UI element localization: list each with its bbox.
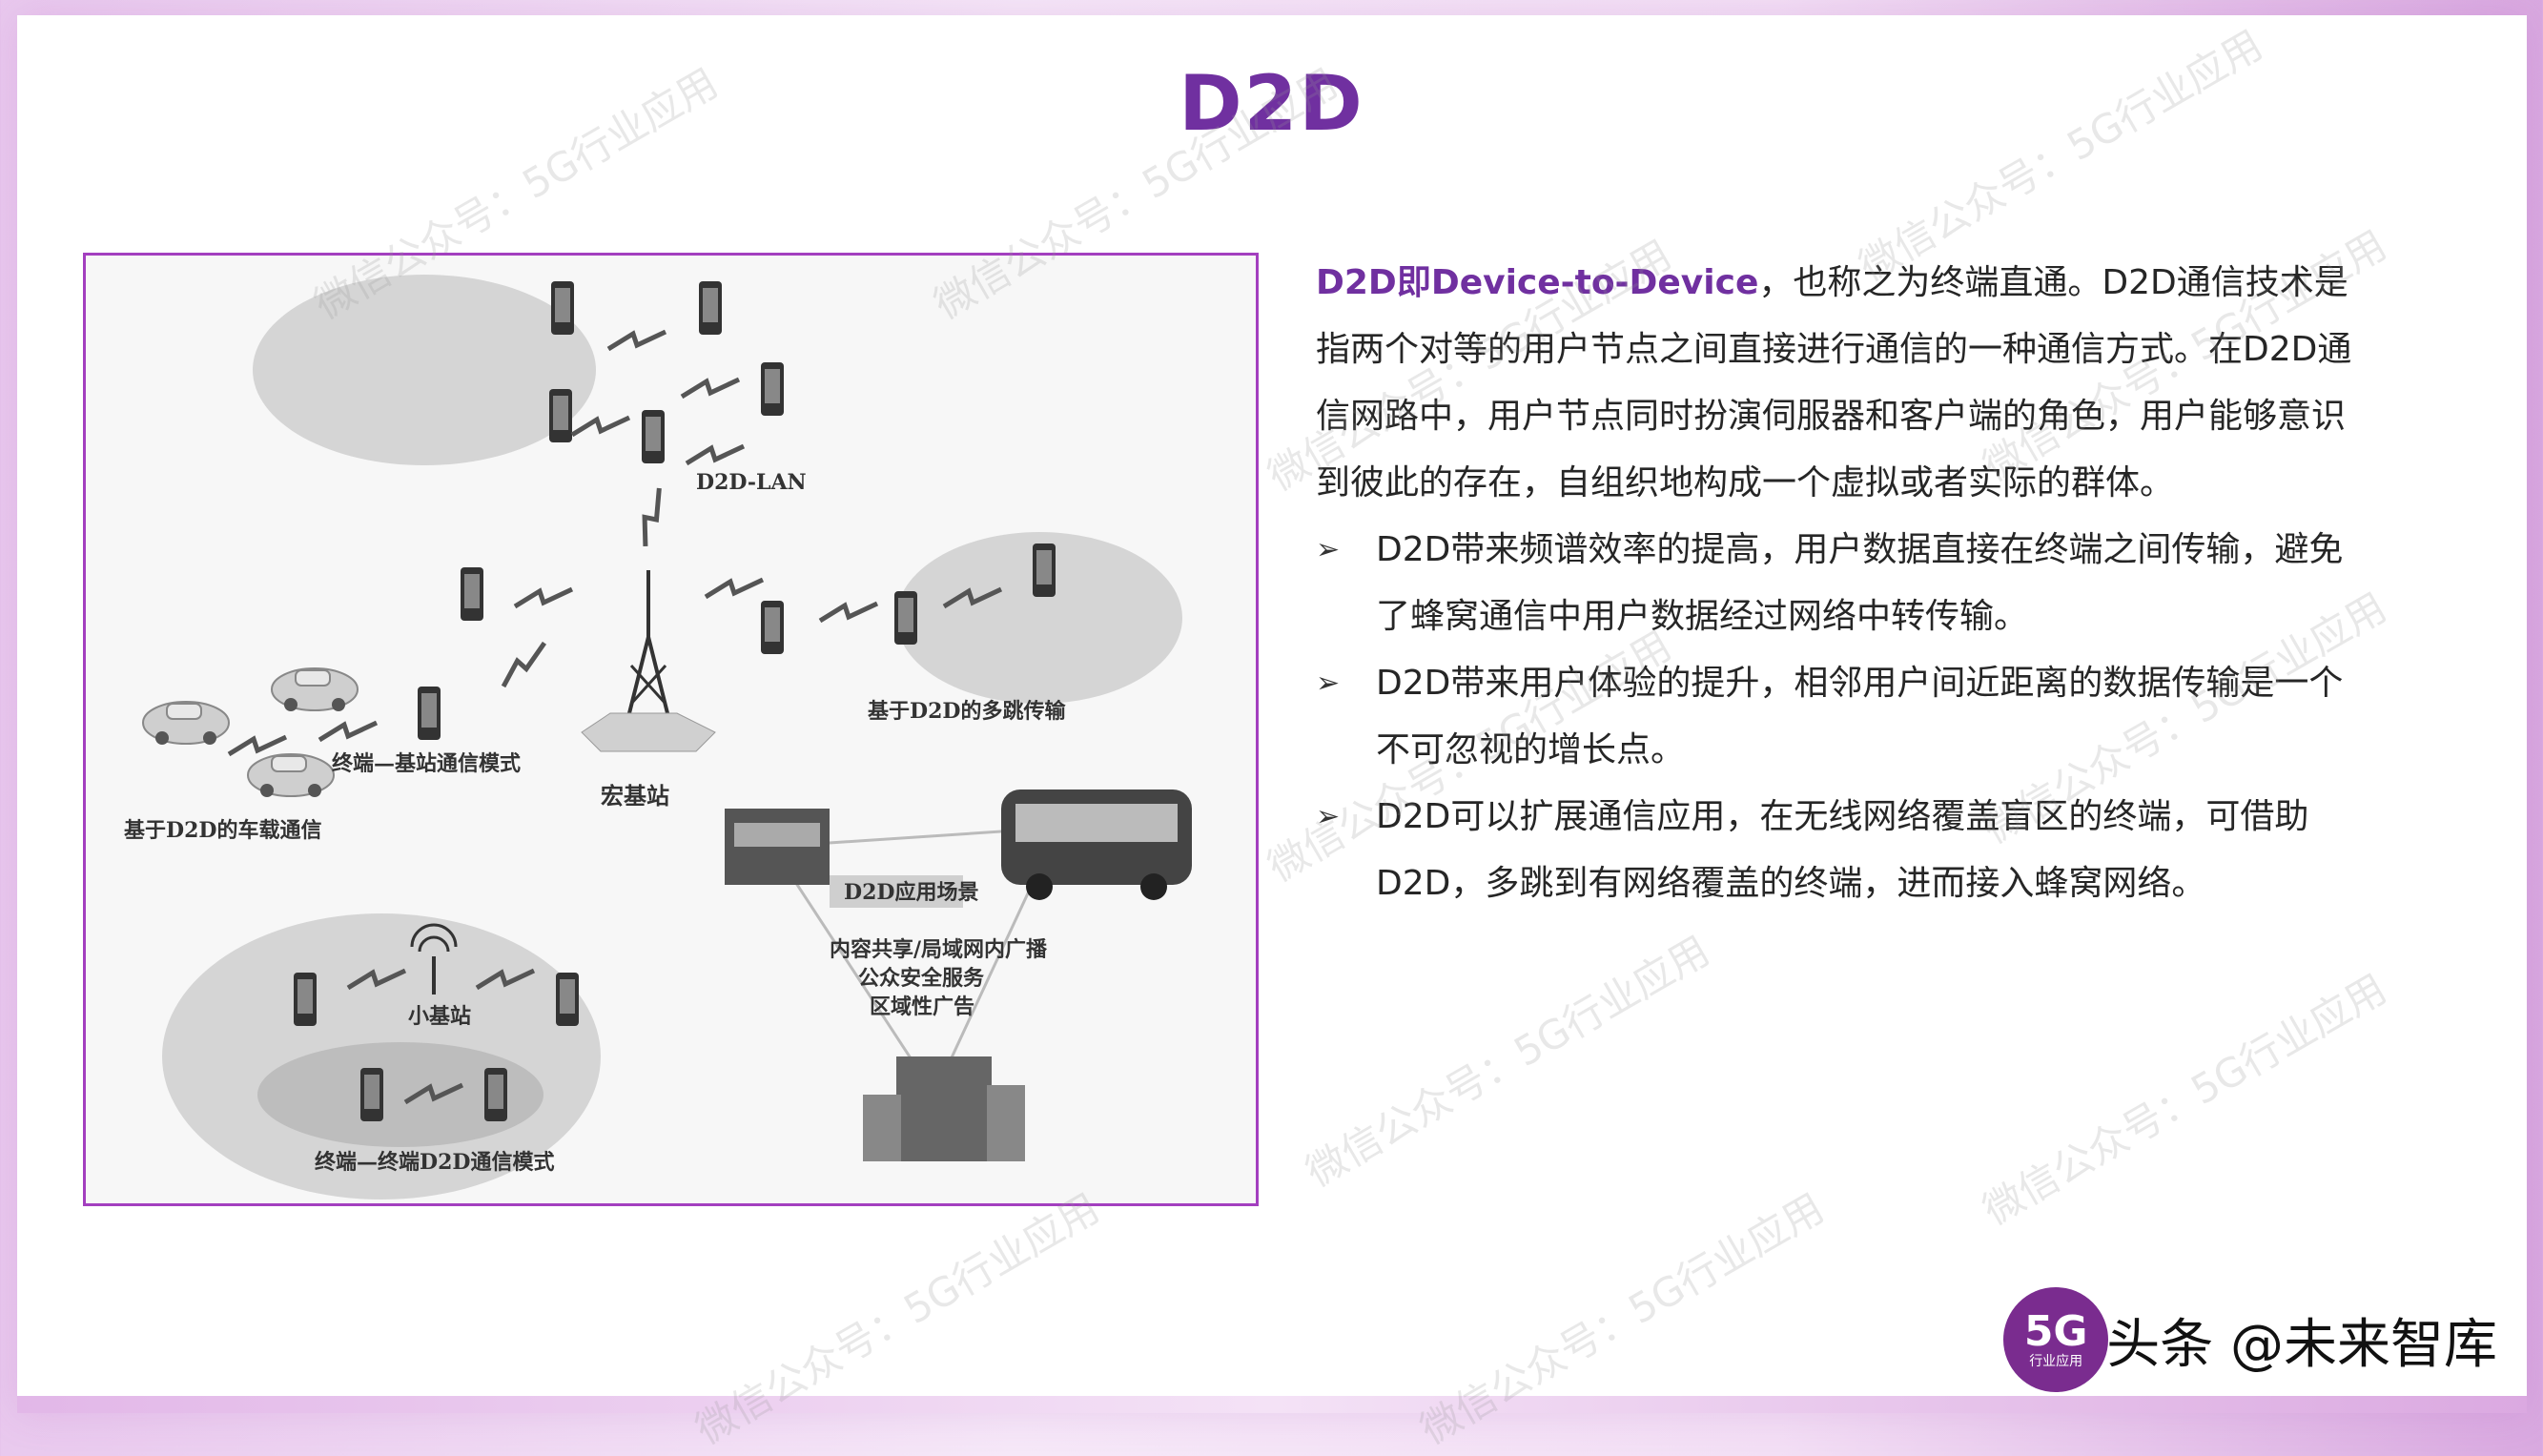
intro-highlight: D2D即Device-to-Device [1316, 263, 1759, 302]
label-vehicle: 基于D2D的车载通信 [124, 818, 321, 843]
phone-icon [699, 281, 722, 335]
bus-icon [1001, 790, 1192, 900]
signal-icon [682, 379, 739, 397]
phone-icon [894, 591, 917, 645]
bullet-text: D2D带来用户体验的提升，相邻用户间近距离的数据传输是一个不可忽视的增长点。 [1376, 664, 2344, 769]
d2d-lan-cloud [253, 275, 596, 465]
phone-icon [642, 410, 665, 463]
label-terminal-bs-mode: 终端—基站通信模式 [332, 751, 521, 776]
list-item: ➢ D2D带来用户体验的提升，相邻用户间近距离的数据传输是一个不可忽视的增长点。 [1316, 650, 2374, 784]
label-macro-bs: 宏基站 [601, 782, 669, 810]
phone-icon [484, 1068, 507, 1121]
footer: 5G 行业应用 头条 @未来智库 [1994, 1287, 2505, 1392]
source-credit: 头条 @未来智库 [2099, 1301, 2505, 1379]
car-icon [142, 701, 230, 746]
intro-text: ，也称之为终端直通。D2D通信技术是指两个对等的用户节点之间直接进行通信的一种通… [1316, 263, 2352, 502]
signal-icon [687, 446, 744, 463]
signal-icon [630, 488, 674, 546]
arrow-bullet-icon: ➢ [1316, 666, 1341, 700]
page-title: D2D [1179, 59, 1364, 148]
list-item: ➢ D2D带来频谱效率的提高，用户数据直接在终端之间传输，避免了蜂窝通信中用户数据… [1316, 517, 2374, 650]
label-small-bs: 小基站 [408, 1004, 471, 1029]
car-icon [271, 667, 359, 712]
d2d-diagram: D2D-LAN 宏基站 基于D2D的多跳传输 终端—基 [83, 253, 1259, 1206]
intro-paragraph: D2D即Device-to-Device，也称之为终端直通。D2D通信技术是指两… [1316, 250, 2374, 517]
phone-icon [556, 973, 579, 1026]
bullet-list: ➢ D2D带来频谱效率的提高，用户数据直接在终端之间传输，避免了蜂窝通信中用户数据… [1316, 517, 2374, 917]
signal-icon [706, 580, 763, 597]
logo-main-text: 5G [2023, 1307, 2088, 1356]
signal-icon [515, 589, 572, 606]
bullet-text: D2D带来频谱效率的提高，用户数据直接在终端之间传输，避免了蜂窝通信中用户数据经… [1376, 530, 2344, 636]
signal-icon [572, 418, 629, 435]
signal-icon [608, 332, 666, 349]
small-bs-icon [410, 923, 458, 995]
scenario-title-box [830, 875, 963, 908]
d2d-diagram-svg: D2D-LAN 宏基站 基于D2D的多跳传输 终端—基 [124, 275, 1192, 1200]
label-terminal-terminal-mode: 终端—终端D2D通信模式 [315, 1150, 554, 1175]
phone-icon [418, 687, 441, 740]
label-scenario-line2: 公众安全服务 [858, 966, 985, 991]
bullet-text: D2D可以扩展通信应用，在无线网络覆盖盲区的终端，可借助D2D，多跳到有网络覆盖… [1376, 797, 2309, 903]
phone-icon [761, 601, 784, 654]
scenario-triangle [769, 826, 1061, 1098]
phone-icon [551, 281, 574, 335]
signal-icon [495, 643, 553, 687]
phone-icon [1033, 543, 1056, 597]
label-d2d-lan: D2D-LAN [696, 470, 807, 495]
arrow-bullet-icon: ➢ [1316, 533, 1341, 566]
body-text: D2D即Device-to-Device，也称之为终端直通。D2D通信技术是指两… [1316, 250, 2374, 917]
list-item: ➢ D2D可以扩展通信应用，在无线网络覆盖盲区的终端，可借助D2D，多跳到有网络覆… [1316, 784, 2374, 917]
tower-icon [581, 570, 716, 752]
shop-icon [725, 809, 830, 885]
signal-icon [319, 723, 377, 740]
signal-icon [229, 737, 286, 754]
phone-icon [360, 1068, 383, 1121]
phone-icon [461, 567, 483, 621]
phone-icon [549, 389, 572, 442]
phone-icon [761, 362, 784, 416]
multihop-cloud [896, 532, 1182, 704]
5g-logo-icon: 5G 行业应用 [2003, 1287, 2109, 1392]
car-icon [247, 753, 335, 798]
building-icon [863, 1056, 1025, 1161]
logo-sub-text: 行业应用 [2029, 1354, 2083, 1369]
label-multihop: 基于D2D的多跳传输 [868, 699, 1066, 724]
phone-icon [294, 973, 317, 1026]
arrow-bullet-icon: ➢ [1316, 800, 1341, 833]
label-scenario-line3: 区域性广告 [870, 995, 974, 1019]
label-scenario-line1: 内容共享/局域网内广播 [830, 937, 1048, 962]
signal-icon [820, 604, 877, 621]
d2d-pair-cloud [257, 1042, 543, 1147]
label-scenario-title: D2D应用场景 [844, 880, 978, 905]
